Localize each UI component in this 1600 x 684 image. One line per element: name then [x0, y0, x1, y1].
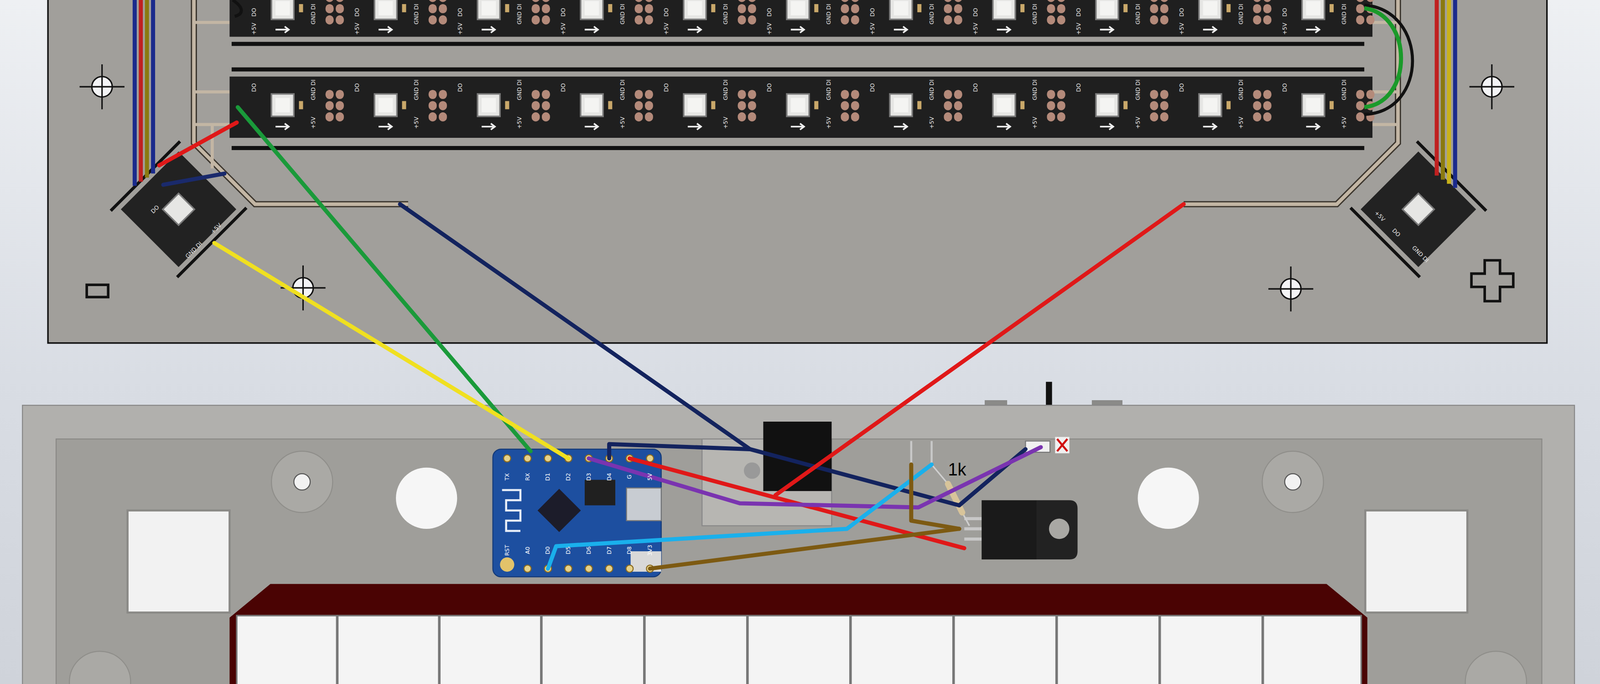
led-pad-label: DO	[663, 83, 670, 93]
pin-label: RST	[504, 544, 510, 556]
pin-label: D3	[586, 472, 592, 481]
led-pad-label: GND DI	[1031, 79, 1038, 100]
led-pad-label: DO	[457, 83, 463, 93]
led-pad-label: GND DI	[1237, 4, 1244, 25]
led-pad-label: +5V	[457, 22, 463, 35]
led-pad-label: +5V	[251, 22, 257, 35]
led-pad-label: GND DI	[1134, 79, 1141, 100]
led-pad-label: GND DI	[722, 79, 729, 100]
pin-label: 5V	[647, 472, 653, 481]
led-pad-label: GND DI	[1340, 4, 1347, 25]
led-pad-label: +5V	[1282, 22, 1288, 35]
led-pad-label: DO	[457, 7, 463, 17]
led-pad-label: GND DI	[1340, 79, 1347, 100]
led-pad-label: GND DI	[310, 79, 317, 100]
resistor-value: 1k	[945, 459, 968, 479]
led-pad-label: GND DI	[1237, 79, 1244, 100]
led-pad-label: +5V	[722, 116, 729, 129]
led-pad-label: GND DI	[516, 4, 523, 25]
led-pad-label: GND DI	[928, 4, 935, 25]
led-pad-label: DO	[251, 7, 257, 17]
led-pad-label: DO	[354, 83, 360, 93]
led-pad-label: +5V	[1179, 22, 1185, 35]
led-pad-label: DO	[251, 83, 257, 93]
led-pad-label: DO	[1390, 227, 1401, 238]
led-pad-label: DO	[1179, 83, 1185, 93]
led-pad-label: DO	[1075, 7, 1082, 17]
pin-label: D4	[606, 472, 612, 481]
led-pad-label: +5V	[1340, 116, 1347, 129]
led-pad-label: DO	[663, 7, 670, 17]
led-pad-label: DO	[766, 83, 773, 93]
led-pad-label: DO	[972, 83, 979, 93]
led-pad-label: +5V	[928, 116, 935, 129]
led-pad-label: DO	[1075, 83, 1082, 93]
led-pad-label: DO	[972, 7, 979, 17]
led-pad-label: GND DI	[825, 4, 832, 25]
led-pad-label: DO	[766, 7, 773, 17]
led-pad-label: GND DI	[1031, 4, 1038, 25]
led-pad-label: DO	[1282, 7, 1288, 17]
led-pad-label: +5V	[825, 116, 832, 129]
led-pad-label: GND DI	[413, 79, 420, 100]
pin-label: G	[626, 474, 633, 479]
led-pad-label: GND DI	[516, 79, 523, 100]
led-pad-label: GND DI	[1134, 4, 1141, 25]
pin-label: D8	[626, 545, 633, 554]
pin-label: D0	[545, 545, 551, 554]
pin-label: D6	[586, 545, 592, 554]
led-pad-label: DO	[560, 83, 567, 93]
led-pad-label: +5V	[310, 116, 317, 129]
led-pad-label: +5V	[766, 22, 773, 35]
led-pad-label: +5V	[1134, 116, 1141, 129]
pin-label: D1	[545, 472, 551, 481]
pin-label: D7	[606, 545, 612, 554]
led-pad-label: GND DI	[722, 4, 729, 25]
led-pad-label: DO	[150, 203, 161, 214]
led-pad-label: +5V	[1031, 116, 1038, 129]
led-pad-label: GND DI	[825, 79, 832, 100]
led-pad-label: +5V	[210, 222, 223, 235]
led-pad-label: GND DI	[928, 79, 935, 100]
led-pad-label: DO	[1179, 7, 1185, 17]
pin-label: D5	[565, 545, 572, 554]
led-pad-label: GND DI	[1411, 244, 1430, 264]
led-pad-label: GND DI	[413, 4, 420, 25]
led-pad-label: GND DI	[619, 79, 626, 100]
led-pad-label: +5V	[516, 116, 523, 129]
led-pad-label: +5V	[619, 116, 626, 129]
pin-label: RX	[524, 472, 531, 481]
led-pad-label: GND DI	[184, 240, 204, 260]
pin-label: TX	[504, 472, 510, 481]
pin-label: 3V3	[647, 544, 653, 556]
led-pad-label: +5V	[1075, 22, 1082, 35]
led-pad-label: DO	[560, 7, 567, 17]
led-pad-label: DO	[1282, 83, 1288, 93]
led-pad-label: GND DI	[619, 4, 626, 25]
led-pad-label: +5V	[869, 22, 876, 35]
pin-label: D2	[565, 472, 572, 481]
led-pad-label: +5V	[560, 22, 567, 35]
led-pad-label: +5V	[663, 22, 670, 35]
led-pad-label: DO	[354, 7, 360, 17]
led-pad-label: DO	[869, 83, 876, 93]
led-pad-label: DO	[869, 7, 876, 17]
led-pad-label: GND DI	[310, 4, 317, 25]
led-pad-label: +5V	[413, 116, 420, 129]
led-pad-label: +5V	[354, 22, 360, 35]
led-pad-label: +5V	[1237, 116, 1244, 129]
led-pad-label: +5V	[1373, 210, 1386, 223]
led-pad-label: +5V	[972, 22, 979, 35]
pin-label: A0	[524, 546, 531, 554]
